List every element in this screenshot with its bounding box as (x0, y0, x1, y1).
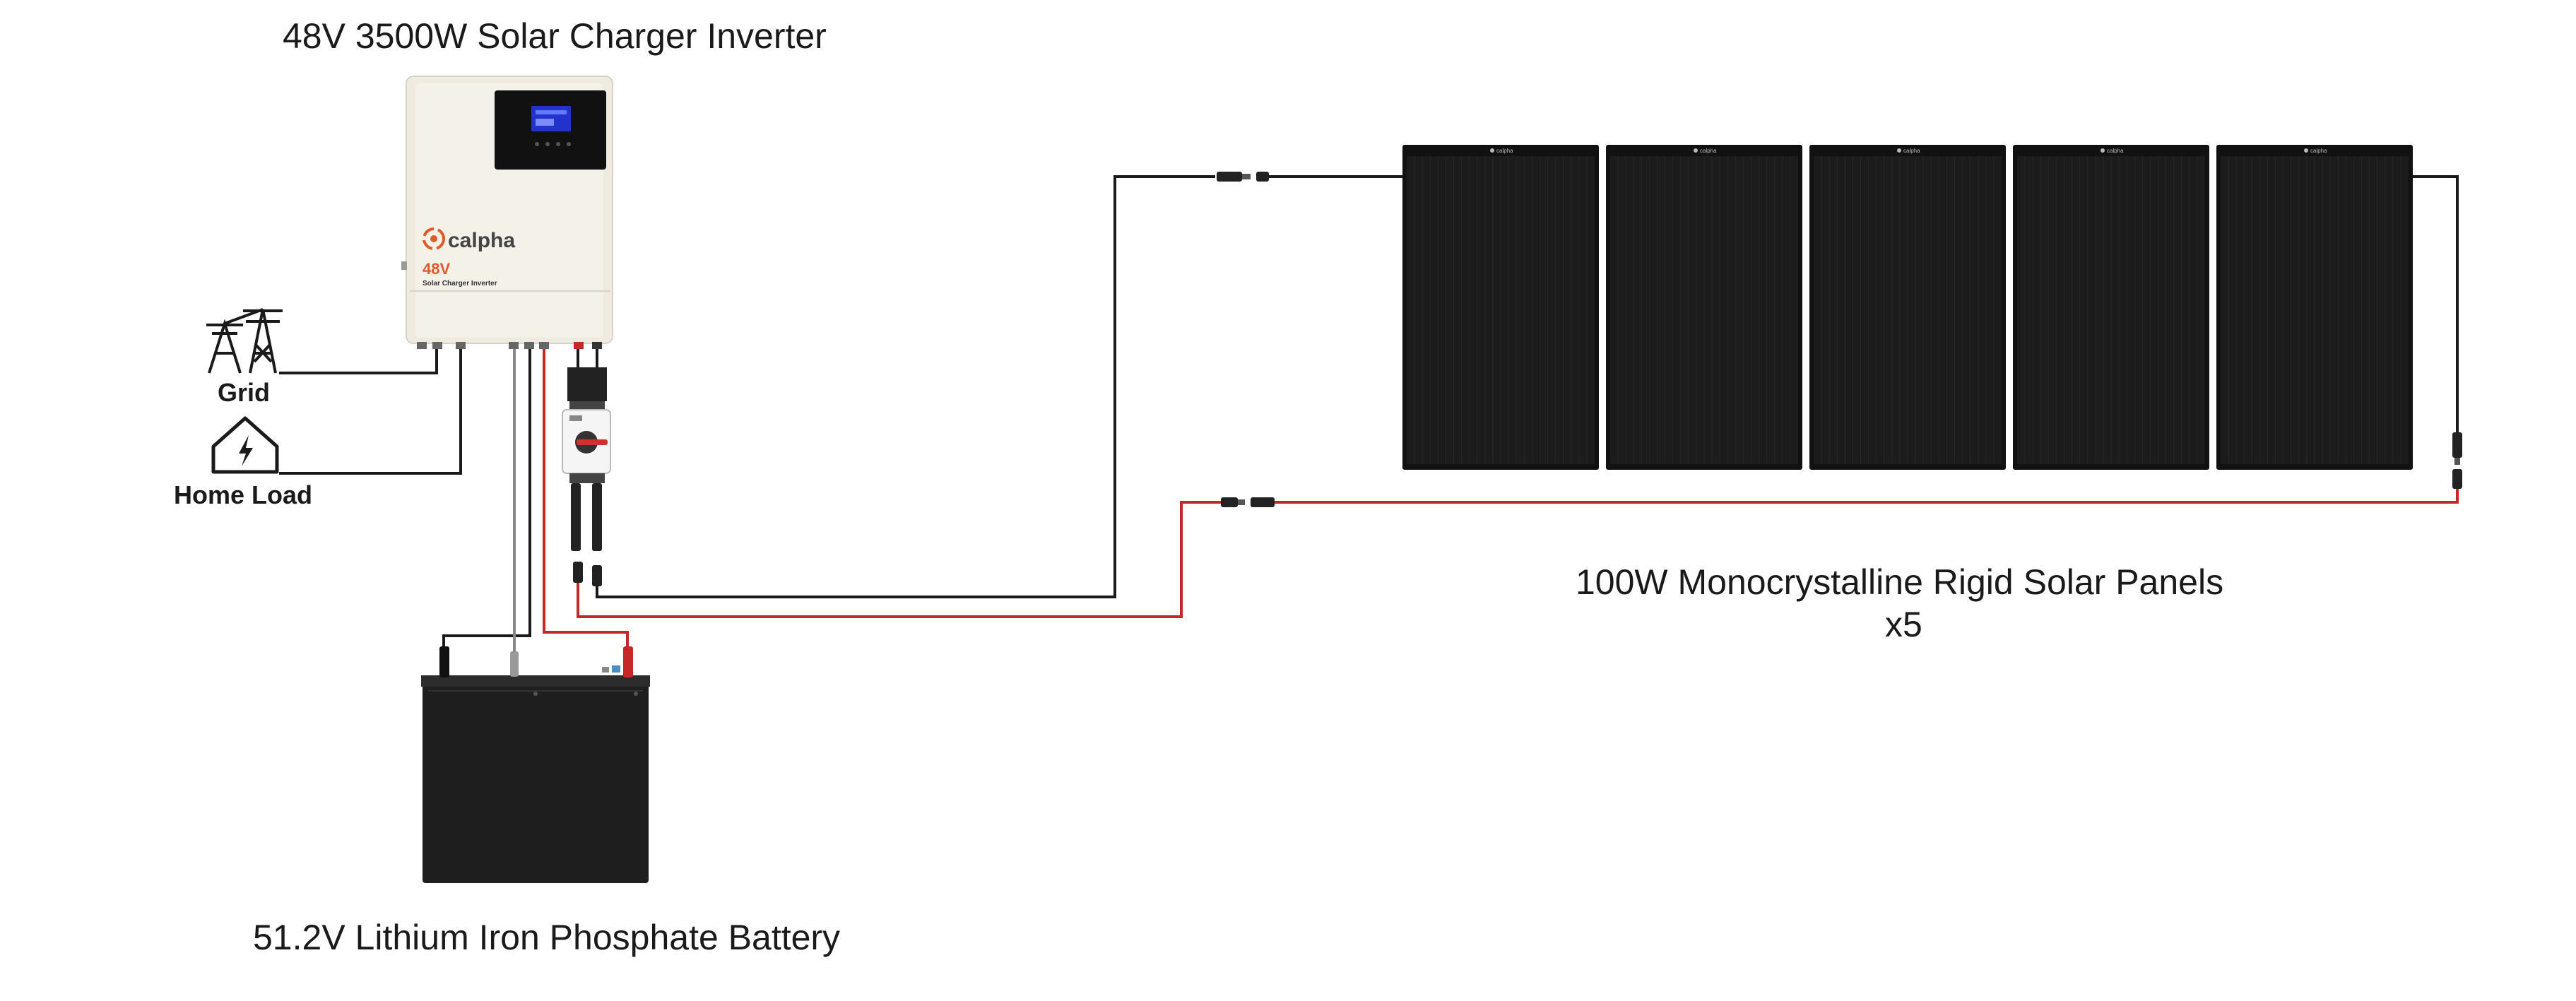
mc4-connector (2452, 432, 2462, 489)
panel-string-return-wire (2411, 175, 2459, 432)
inverter-terminal (432, 342, 442, 349)
battery-title: 51.2V Lithium Iron Phosphate Battery (253, 918, 841, 957)
inverter-title: 48V 3500W Solar Charger Inverter (283, 16, 827, 56)
inverter-side-knob (401, 261, 407, 270)
inverter-terminal (592, 342, 602, 349)
inverter-voltage: 48V (423, 260, 450, 278)
pv-positive-wire (577, 501, 1221, 618)
inverter-terminal (574, 342, 584, 349)
panel-logo-icon (1490, 148, 1494, 153)
inverter-button (556, 142, 560, 146)
inverter-brand: calpha (448, 229, 515, 252)
home-load-label: Home Load (174, 480, 313, 509)
grid-label: Grid (218, 378, 271, 407)
mc4-connector (1221, 497, 1275, 507)
home-load-icon (211, 416, 279, 474)
panels-title: 100W Monocrystalline Rigid Solar Panels (1576, 562, 2224, 602)
battery-negative-terminal (439, 646, 449, 677)
solar-panel: calpha (2013, 145, 2209, 470)
pv-positive-wire-panel-side (1273, 487, 2459, 504)
solar-panel: calpha (1809, 145, 2006, 470)
panel-brand: calpha (1700, 148, 1717, 154)
calpha-logo-icon (423, 227, 445, 250)
inverter-model: Solar Charger Inverter (423, 280, 497, 288)
battery (421, 646, 650, 883)
inverter-terminal (524, 342, 534, 349)
grid-wire (279, 345, 438, 374)
inverter: calpha 48V Solar Charger Inverter (401, 76, 613, 349)
panel-logo-icon (2304, 148, 2308, 153)
panel-logo-icon (1694, 148, 1698, 153)
lightning-icon (239, 435, 253, 466)
solar-panel-array: calpha calpha calpha calpha calpha (1402, 145, 2413, 470)
battery-ground-terminal (510, 651, 519, 677)
battery-negative-wire (442, 345, 531, 646)
panel-logo-icon (2101, 148, 2105, 153)
inverter-terminal (539, 342, 549, 349)
grid-tower-icon (206, 308, 283, 374)
mc4-connector (573, 562, 602, 586)
battery-positive-terminal (623, 646, 633, 677)
battery-screw (533, 692, 538, 696)
battery-indicator (612, 665, 620, 673)
home-load-wire (279, 345, 462, 475)
inverter-terminal (456, 342, 466, 349)
pv-negative-wire (596, 175, 1215, 598)
solar-panel: calpha (1402, 145, 1599, 470)
dc-isolator-switch (562, 367, 611, 551)
panel-logo-icon (1897, 148, 1901, 153)
battery-screw (634, 692, 638, 696)
solar-panel: calpha (2216, 145, 2413, 470)
panel-brand: calpha (1496, 148, 1513, 154)
mc4-connector (1217, 172, 1269, 182)
battery-indicator (602, 667, 609, 673)
inverter-terminal (417, 342, 427, 349)
panel-brand: calpha (2310, 148, 2327, 154)
panels-quantity: x5 (1885, 605, 1922, 644)
battery-positive-wire (543, 345, 629, 646)
panel-brand: calpha (1903, 148, 1920, 154)
solar-panel: calpha (1606, 145, 1802, 470)
wires (279, 175, 2459, 651)
inverter-button (535, 142, 539, 146)
inverter-button (567, 142, 571, 146)
panel-brand: calpha (2107, 148, 2124, 154)
mc4-connectors (573, 172, 2462, 586)
inverter-terminal (509, 342, 519, 349)
inverter-button (545, 142, 550, 146)
